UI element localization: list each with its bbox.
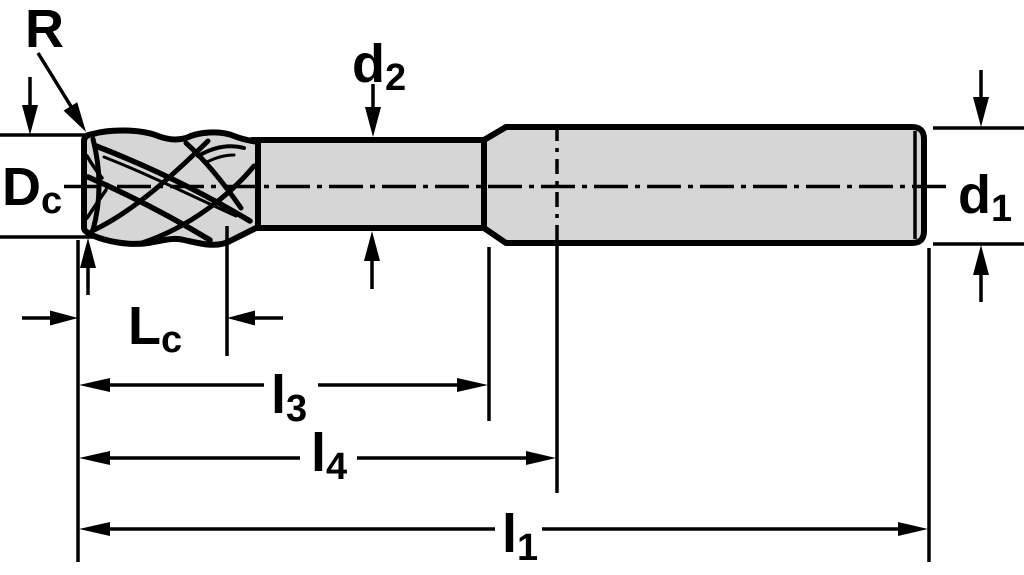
l3-right-arrowhead-icon bbox=[457, 378, 488, 392]
dimension-shank-diameter: d1 bbox=[958, 70, 1012, 302]
dimension-cutting-diameter: Dc bbox=[2, 77, 96, 295]
flute-edge bbox=[89, 138, 211, 234]
dimension-l4: l4 bbox=[79, 423, 556, 488]
dc-down-arrowhead-icon bbox=[22, 105, 38, 135]
label-cutting-diameter: Dc bbox=[2, 157, 62, 222]
label-l4: l4 bbox=[311, 423, 347, 488]
dimension-cutting-length: Lc bbox=[22, 296, 283, 361]
label-corner-radius: R bbox=[25, 0, 64, 59]
label-shank-diameter: d1 bbox=[958, 165, 1012, 230]
tool-neck bbox=[249, 137, 489, 231]
label-l1: l1 bbox=[502, 504, 538, 569]
flute-helix-lines bbox=[85, 136, 257, 245]
radius-leader-line bbox=[36, 52, 74, 109]
label-l3: l3 bbox=[271, 365, 307, 430]
label-cutting-length: Lc bbox=[128, 296, 182, 361]
flute-edge bbox=[139, 163, 257, 245]
radius-leader-arrowhead-icon bbox=[63, 102, 86, 132]
dc-up-arrowhead-icon bbox=[80, 238, 96, 268]
l4-left-arrowhead-icon bbox=[79, 451, 110, 465]
lc-right-pointing-arrowhead-icon bbox=[50, 310, 78, 326]
end-face-detail bbox=[85, 154, 104, 180]
d1-down-arrowhead-icon bbox=[973, 97, 989, 127]
l4-right-arrowhead-icon bbox=[526, 451, 556, 465]
flute-relief-line bbox=[102, 155, 238, 218]
d1-up-arrowhead-icon bbox=[973, 245, 989, 275]
flute-runout-curve bbox=[203, 153, 236, 165]
l3-left-arrowhead-icon bbox=[79, 378, 110, 392]
dimension-l3: l3 bbox=[79, 365, 488, 430]
flute-edge bbox=[183, 140, 244, 211]
flute-runout-curve bbox=[196, 144, 246, 158]
l1-right-arrowhead-icon bbox=[898, 522, 928, 536]
extension-lines bbox=[0, 126, 1024, 562]
d2-down-arrowhead-icon bbox=[365, 107, 381, 137]
l1-left-arrowhead-icon bbox=[79, 522, 110, 536]
lc-left-pointing-arrowhead-icon bbox=[227, 310, 255, 326]
dimension-overall-length: l1 bbox=[79, 504, 928, 569]
dimension-neck-diameter: d2 bbox=[352, 34, 406, 289]
dimension-corner-radius: R bbox=[25, 0, 86, 132]
end-face-land-arc bbox=[90, 136, 102, 233]
end-face-detail bbox=[85, 188, 108, 220]
label-neck-diameter: d2 bbox=[352, 34, 406, 99]
d2-up-arrowhead-icon bbox=[364, 231, 380, 261]
